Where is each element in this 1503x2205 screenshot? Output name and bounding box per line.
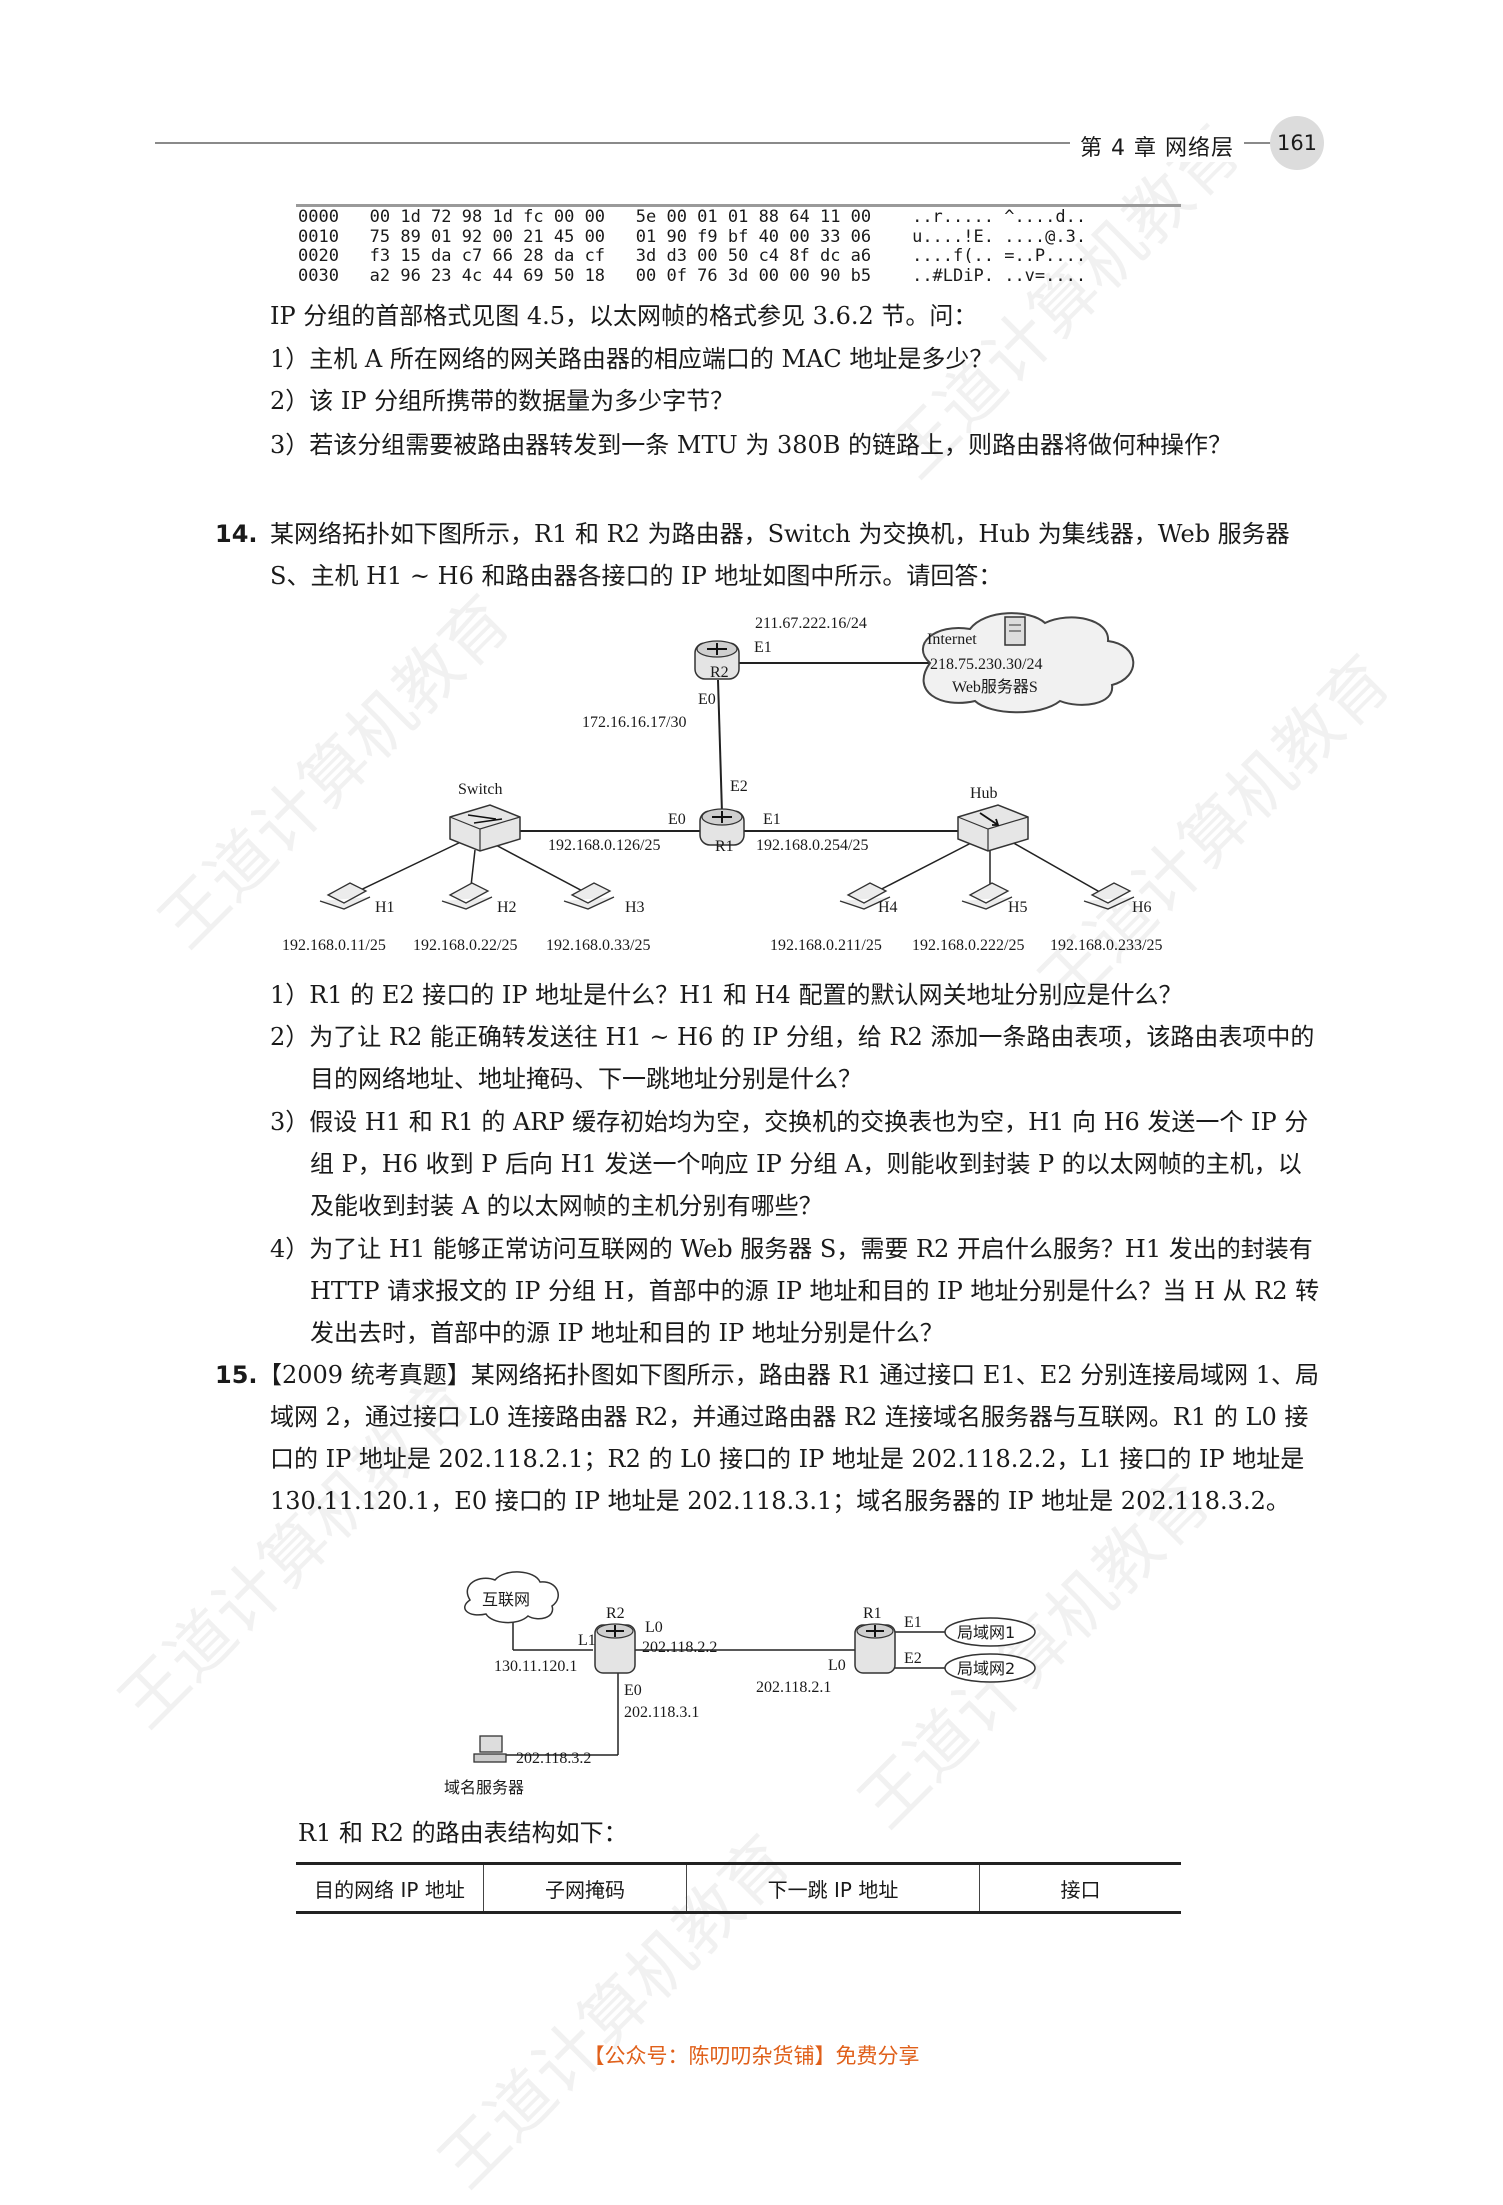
internet-cloud-icon — [922, 612, 1135, 714]
host-ip-label: 192.168.0.211/25 — [770, 937, 882, 954]
chapter-title: 第 4 章 网络层 — [1070, 130, 1244, 162]
host-label: H4 — [878, 899, 898, 916]
q14-stem: 某网络拓扑如下图所示，R1 和 R2 为路由器，Switch 为交换机，Hub … — [270, 520, 1290, 590]
router-icon — [854, 1623, 896, 1674]
r1-l0-ip-label: 202.118.2.1 — [756, 1679, 831, 1696]
q15-stem: 【2009 统考真题】某网络拓扑图如下图所示，路由器 R1 通过接口 E1、E2… — [258, 1361, 1320, 1515]
r2-l1-label: L1 — [578, 1632, 596, 1649]
router-icon — [694, 640, 740, 680]
web-server-ip-label: 218.75.230.30/24 — [930, 656, 1042, 673]
q14-topology-figure: 211.67.222.16/24 E1 R2 Internet 218.75.2… — [282, 612, 1162, 954]
r1-e2-label: E2 — [904, 1650, 922, 1667]
dns-label: 域名服务器 — [444, 1778, 524, 1797]
host-ip-label: 192.168.0.22/25 — [413, 937, 517, 954]
router-icon — [699, 808, 745, 846]
r1-label: R1 — [715, 838, 734, 855]
table-header-cell: 下一跳 IP 地址 — [686, 1862, 980, 1914]
r2-l0-ip-label: 202.118.2.2 — [642, 1639, 717, 1656]
table-header-cell: 子网掩码 — [483, 1862, 687, 1914]
internet-cloud-icon — [464, 1571, 559, 1624]
r2-e1-ip-label: 211.67.222.16/24 — [755, 615, 867, 632]
host-label: H3 — [625, 899, 645, 916]
q14-item: 2）为了让 R2 能正确转发送往 H1 ~ H6 的 IP 分组，给 R2 添加… — [270, 1023, 1315, 1093]
routing-table: 目的网络 IP 地址 子网掩码 下一跳 IP 地址 接口 — [296, 1862, 1181, 1914]
hub-label: Hub — [970, 785, 998, 802]
q14-number: 14. — [215, 520, 258, 548]
laptop-icon — [839, 882, 891, 910]
hexdump-line: 0000 00 1d 72 98 1d fc 00 00 5e 00 01 01… — [298, 207, 1087, 227]
laptop-icon — [441, 882, 493, 910]
hexdump: 0000 00 1d 72 98 1d fc 00 00 5e 00 01 01… — [298, 207, 1087, 286]
internet-label: 互联网 — [482, 1590, 530, 1609]
hexdump-line: 0030 a2 96 23 4c 44 69 50 18 00 0f 76 3d… — [298, 265, 1087, 286]
host-label: H1 — [375, 899, 395, 916]
r1-e1-label: E1 — [763, 811, 781, 828]
r2-label: R2 — [606, 1605, 625, 1622]
switch-icon — [449, 804, 521, 852]
page-number: 161 — [1270, 116, 1324, 170]
r2-l0-label: L0 — [645, 1619, 663, 1636]
hexdump-border — [296, 204, 1181, 289]
r1-e0-label: E0 — [668, 811, 686, 828]
q13-item: 3）若该分组需要被路由器转发到一条 MTU 为 380B 的链路上，则路由器将做… — [270, 431, 1233, 459]
dns-ip-label: 202.118.3.2 — [516, 1750, 591, 1767]
host-ip-label: 192.168.0.222/25 — [912, 937, 1024, 954]
r2-label: R2 — [710, 664, 729, 681]
r2-e0-ip-label: 172.16.16.17/30 — [582, 714, 686, 731]
internet-label: Internet — [927, 631, 977, 648]
q14-item: 4）为了让 H1 能够正常访问互联网的 Web 服务器 S，需要 R2 开启什么… — [270, 1235, 1320, 1347]
hexdump-line: 0010 75 89 01 92 00 21 45 00 01 90 f9 bf… — [298, 226, 1087, 247]
laptop-icon — [563, 882, 615, 910]
laptop-icon — [319, 882, 371, 910]
host-ip-label: 192.168.0.33/25 — [546, 937, 650, 954]
host-label: H2 — [497, 899, 517, 916]
router-icon — [594, 1623, 636, 1674]
r2-e0-label: E0 — [624, 1682, 642, 1699]
q14-item: 1）R1 的 E2 接口的 IP 地址是什么？H1 和 H4 配置的默认网关地址… — [270, 981, 1183, 1009]
host-label: H6 — [1132, 899, 1152, 916]
lan2-ellipse — [944, 1653, 1036, 1683]
header-rule-tick — [1253, 142, 1271, 144]
r2-l1-ip-label: 130.11.120.1 — [494, 1658, 577, 1675]
header-rule — [155, 142, 1290, 144]
r1-e1-label: E1 — [904, 1614, 922, 1631]
host-label: H5 — [1008, 899, 1028, 916]
host-ip-label: 192.168.0.11/25 — [282, 937, 386, 954]
computer-icon — [473, 1735, 507, 1763]
r2-e1-label: E1 — [754, 639, 772, 656]
server-icon — [1004, 616, 1026, 646]
q13-item: 2）该 IP 分组所携带的数据量为多少字节？ — [270, 387, 735, 415]
laptop-icon — [1083, 882, 1135, 910]
table-intro: R1 和 R2 的路由表结构如下： — [298, 1819, 628, 1847]
table-header-cell: 接口 — [979, 1862, 1181, 1914]
q13-item: 1）主机 A 所在网络的网关路由器的相应端口的 MAC 地址是多少？ — [270, 345, 994, 373]
q15-topology-figure: 互联网 R2 L1 130.11.120.1 L0 202.118.2.2 E0… — [444, 1571, 1036, 1797]
r2-e0-ip-label: 202.118.3.1 — [624, 1704, 699, 1721]
hexdump-line: 0020 f3 15 da c7 66 28 da cf 3d d3 00 50… — [298, 246, 1087, 266]
r1-l0-label: L0 — [828, 1657, 846, 1674]
web-server-label: Web服务器S — [952, 678, 1038, 696]
table-header-row: 目的网络 IP 地址 子网掩码 下一跳 IP 地址 接口 — [296, 1862, 1181, 1914]
r1-e0-ip-label: 192.168.0.126/25 — [548, 837, 660, 854]
laptop-icon — [961, 882, 1013, 910]
r1-label: R1 — [863, 1605, 882, 1622]
q14-item: 3）假设 H1 和 R1 的 ARP 缓存初始均为空，交换机的交换表也为空，H1… — [270, 1108, 1309, 1220]
r2-e0-label: E0 — [698, 691, 716, 708]
r1-e2-label: E2 — [730, 778, 748, 795]
q13-intro: IP 分组的首部格式见图 4.5，以太网帧的格式参见 3.6.2 节。问： — [270, 302, 978, 330]
lan2-label: 局域网2 — [957, 1659, 1015, 1678]
footer-note: 【公众号：陈叨叨杂货铺】免费分享 — [583, 2044, 920, 2068]
lan1-ellipse — [944, 1617, 1036, 1647]
hub-icon — [957, 804, 1029, 852]
table-header-cell: 目的网络 IP 地址 — [296, 1862, 484, 1914]
host-ip-label: 192.168.0.233/25 — [1050, 937, 1162, 954]
lan1-label: 局域网1 — [957, 1623, 1015, 1642]
q15-number: 15. — [215, 1361, 258, 1389]
r1-e1-ip-label: 192.168.0.254/25 — [756, 837, 868, 854]
switch-label: Switch — [458, 781, 502, 798]
